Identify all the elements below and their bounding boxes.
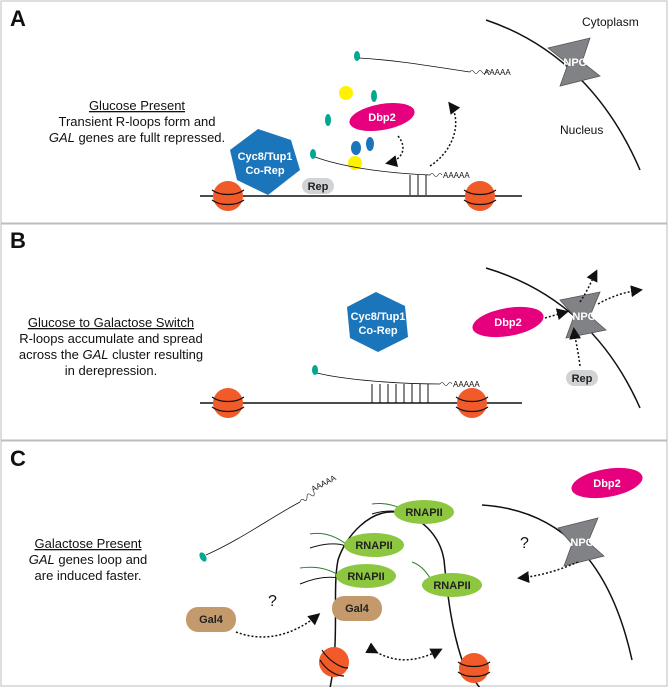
panel-a-exported-rna-cap — [354, 51, 360, 61]
panel-b-rloops — [371, 384, 429, 403]
panel-b-npc-label: NPC — [572, 311, 595, 323]
panel-b-arrow-rep-to-npc — [569, 327, 582, 367]
panel-b-caption-title: Glucose to Galactose Switch — [28, 315, 194, 330]
panel-c-gal4-free — [186, 607, 236, 632]
panel-c-exported-polya-tail — [299, 491, 315, 503]
panel-c-gal4-bound-label: Gal4 — [345, 603, 370, 615]
panel-a-exported-polya: AAAAA — [484, 68, 511, 77]
panel-c-exported-rna-cap — [199, 552, 207, 562]
panel-c-nucleosome-right — [457, 653, 491, 683]
panel-a-rep — [302, 178, 334, 194]
panel-c-caption-line3: are induced faster. — [35, 568, 142, 583]
panel-a-nucleus-label: Nucleus — [560, 123, 603, 137]
panel-a-nucleosome-right — [463, 181, 497, 211]
panel-b-caption-line3-pre: across the — [19, 347, 83, 362]
panel-b-rep-label: Rep — [572, 373, 593, 385]
panel-a-arrow-dbp2-to-rloop — [385, 135, 404, 167]
panel-c-frame — [0, 440, 668, 687]
panel-a-dbp2 — [349, 102, 415, 132]
panel-a-dbp2-label: Dbp2 — [368, 112, 396, 124]
panel-c-arrow-to-npc — [517, 561, 579, 584]
panel-c-caption-title: Galactose Present — [35, 536, 142, 551]
panel-a-teal-factor-2 — [371, 90, 377, 102]
panel-a-letter: A — [10, 6, 26, 31]
panel-c-letter: C — [10, 446, 26, 471]
panel-b-corep — [347, 292, 408, 352]
panel-b-arrow-export-right — [597, 285, 643, 305]
panel-c-rnapii-3-label: RNAPII — [347, 571, 384, 583]
panel-b-npc-shape — [559, 291, 607, 339]
panel-c-rnapii-1-label: RNAPII — [405, 507, 442, 519]
panel-a-exported-polya-tail — [469, 70, 491, 74]
panel-b-nascent-rna-cap — [312, 365, 318, 375]
panel-a-caption-line2: Transient R-loops form and — [58, 114, 215, 129]
panel-b: B Glucose to Galactose Switch R-loops ac… — [0, 223, 668, 441]
panel-b-caption-line2: R-loops accumulate and spread — [19, 331, 203, 346]
panel-a-nascent-rna-cap — [310, 149, 316, 159]
panel-c-rnapii-2 — [344, 533, 404, 557]
panel-a-npc-shape — [547, 37, 601, 87]
panel-a-caption-line3-rest: genes are fullt repressed. — [75, 130, 225, 145]
panel-b-corep-line2: Co-Rep — [358, 325, 397, 337]
panel-b-corep-line1: Cyc8/Tup1 — [351, 311, 406, 323]
panel-a-rep-label: Rep — [308, 181, 329, 193]
panel-c-rnapii-2-label: RNAPII — [355, 540, 392, 552]
panel-c-rnapii-3 — [336, 564, 396, 588]
panel-b-dbp2 — [472, 306, 544, 338]
panel-a-teal-factor-1 — [325, 114, 331, 126]
panel-a-corep — [230, 129, 300, 195]
panel-b-caption-line3: across the GAL cluster resulting — [19, 347, 203, 362]
panel-b-nucleosome-right — [455, 388, 489, 418]
panel-c-caption-line2-rest: genes loop and — [55, 552, 148, 567]
panel-c-arrow-gal4-binding — [235, 613, 321, 638]
panel-a-cytoplasm-label: Cytoplasm — [582, 15, 639, 29]
panel-b-dbp2-label: Dbp2 — [494, 317, 522, 329]
panel-b-nascent-rna — [316, 372, 441, 385]
panel-c-dbp2 — [571, 467, 643, 499]
panel-b-nucleosome-left — [211, 388, 245, 418]
panel-c-question-npc: ? — [520, 535, 529, 552]
panel-c-arrow-loop — [365, 642, 443, 661]
panel-b-caption-line3-rest: cluster resulting — [108, 347, 203, 362]
panel-c-caption-line2: GAL genes loop and — [29, 552, 148, 567]
panel-c-rnapii-4-label: RNAPII — [433, 580, 470, 592]
panel-b-rep — [566, 370, 598, 386]
panel-a-blue-factor-1 — [351, 141, 361, 155]
panel-a-yellow-factor-1 — [339, 86, 353, 100]
panel-a-nucleosome-left — [211, 181, 245, 211]
panel-a-nascent-polya: AAAAA — [443, 171, 470, 180]
panel-a-npc-label: NPC — [563, 57, 586, 69]
panel-c-gal4-bound — [332, 596, 382, 621]
panel-c-rnapii-4 — [422, 573, 482, 597]
panel-c-dbp2-label: Dbp2 — [593, 478, 621, 490]
panel-b-nascent-polya-tail — [439, 382, 453, 386]
panel-c-nucleosome-left — [319, 647, 349, 677]
panel-a-corep-line2: Co-Rep — [245, 165, 284, 177]
panel-c-npc-label: NPC — [570, 537, 593, 549]
panel-c-gal4-free-label: Gal4 — [199, 614, 224, 626]
panel-a-caption-title: Glucose Present — [89, 98, 185, 113]
panel-b-arrow-dbp2-to-npc — [544, 308, 569, 321]
panel-a-corep-line1: Cyc8/Tup1 — [238, 151, 293, 163]
panel-a-blue-factor-2 — [366, 137, 374, 151]
panel-b-frame — [0, 223, 668, 441]
panel-b-caption-line4: in derepression. — [65, 363, 158, 378]
panel-c-rnapii-1 — [394, 500, 454, 524]
panel-c-gal-italic: GAL — [29, 552, 55, 567]
panel-c-npc-shape — [557, 517, 605, 567]
panel-a: A Glucose Present Transient R-loops form… — [0, 0, 668, 224]
panel-a-caption-line3: GAL genes are fullt repressed. — [49, 130, 225, 145]
panel-a-nascent-polya-tail — [429, 173, 443, 177]
panel-a-exported-rna — [358, 57, 471, 73]
panel-a-gal-italic: GAL — [49, 130, 75, 145]
panel-c: C Galactose Present GAL genes loop and a… — [0, 440, 668, 687]
panel-b-gal-italic: GAL — [82, 347, 108, 362]
panel-b-nascent-polya: AAAAA — [453, 380, 480, 389]
panel-b-letter: B — [10, 228, 26, 253]
panel-a-nascent-rna — [314, 156, 431, 176]
panel-c-question-gal4: ? — [268, 593, 277, 610]
panel-c-exported-rna — [205, 501, 301, 556]
